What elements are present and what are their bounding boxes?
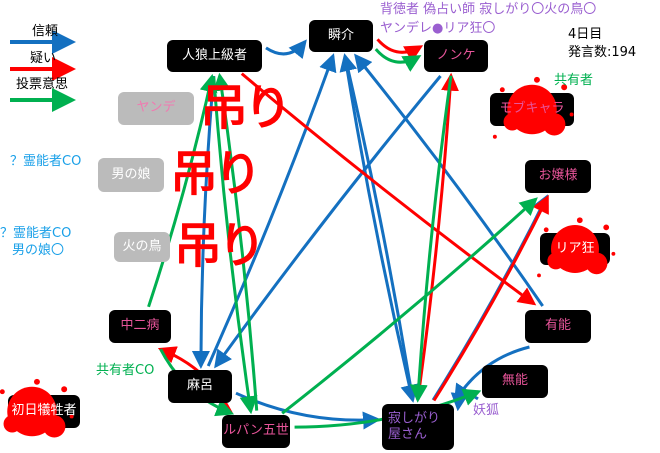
node-ojou: お嬢様 bbox=[525, 160, 591, 193]
node-label: リア狂 bbox=[555, 240, 595, 256]
node-label: 寂しがり屋さん bbox=[388, 410, 441, 442]
node-chuni: 中二病 bbox=[109, 310, 171, 343]
node-label: ヤンデ bbox=[136, 100, 176, 116]
node-label: ノンケ bbox=[436, 47, 476, 63]
node-lupin: ルパン五世 bbox=[222, 415, 290, 448]
node-label: お嬢様 bbox=[538, 168, 578, 184]
edge-trust-yuno-to-shunsuke bbox=[354, 53, 544, 307]
node-otokonoko: 男の娘 bbox=[98, 158, 164, 192]
node-label: 無能 bbox=[501, 373, 528, 389]
post-count: 発言数:194 bbox=[568, 45, 637, 60]
node-label: 中二病 bbox=[120, 318, 160, 334]
edge-vote-chuni-to-jinro bbox=[147, 73, 218, 308]
mob-co-label: 共有者 bbox=[554, 73, 594, 88]
edge-vote-lupin-to-ojou bbox=[281, 197, 538, 415]
node-label: 瞬介 bbox=[327, 27, 354, 43]
legend-doubt-label: 疑い bbox=[30, 51, 57, 66]
node-muno: 無能 bbox=[482, 365, 548, 398]
hinotori-otokonoko-label: 男の娘〇 bbox=[12, 243, 65, 258]
otokonoko-co-label: ？霊能者CO bbox=[10, 154, 82, 169]
edge-trust-nonke-to-maro bbox=[214, 75, 442, 369]
blood-splatter bbox=[537, 217, 616, 278]
node-label: モブキャラ bbox=[499, 101, 565, 117]
node-maro: 麻呂 bbox=[168, 370, 232, 403]
edge-vote-shunsuke-to-nonke bbox=[374, 48, 422, 72]
edge-doubt-sabishi-to-ojou bbox=[432, 194, 549, 402]
legend-trust-label: 信頼 bbox=[32, 24, 59, 39]
node-label: 火の鳥 bbox=[122, 238, 162, 254]
day-label: 4日目 bbox=[568, 27, 603, 42]
hanged-mark-yande: 吊り bbox=[200, 80, 292, 136]
edge-trust-shunsuke-to-sabishi bbox=[343, 55, 419, 403]
edge-vote-lupin-to-jinro bbox=[212, 72, 259, 411]
node-nonke: ノンケ bbox=[424, 40, 488, 72]
node-mob: モブキャラ bbox=[490, 76, 574, 139]
node-label: ルパン五世 bbox=[223, 423, 289, 439]
node-hinotori: 火の鳥 bbox=[114, 232, 170, 262]
hanged-mark-hinotori: 吊り bbox=[174, 218, 266, 274]
edge-doubt-sabishi-to-nonke bbox=[416, 72, 459, 400]
node-label: 男の娘 bbox=[111, 166, 151, 182]
node-shonichi: 初日犠牲者 bbox=[0, 378, 80, 438]
maro-co-label: 共有者CO bbox=[96, 363, 155, 378]
edge-trust-jinro-to-maro bbox=[191, 75, 216, 369]
node-label: 有能 bbox=[544, 318, 571, 334]
hinotori-co-label: ？霊能者CO bbox=[0, 226, 72, 241]
node-label: 初日犠牲者 bbox=[11, 403, 77, 419]
node-yuno: 有能 bbox=[525, 310, 591, 343]
node-shunsuke: 瞬介 bbox=[309, 20, 373, 52]
sabishi-role-label: 妖狐 bbox=[473, 403, 500, 418]
roles-note-line2: ヤンデレ●リア狂〇 bbox=[380, 21, 496, 36]
node-jinro: 人狼上級者 bbox=[167, 40, 262, 72]
node-label: 人狼上級者 bbox=[181, 47, 247, 63]
blood-splatter bbox=[0, 378, 74, 438]
edge-vote-nonke-to-sabishi bbox=[409, 75, 453, 403]
edge-doubt-shunsuke-to-nonke bbox=[376, 38, 424, 63]
edge-trust-maro-to-shunsuke bbox=[206, 53, 337, 367]
legend-vote-label: 投票意思 bbox=[16, 77, 69, 92]
node-sabishi: 寂しがり屋さん bbox=[382, 404, 454, 450]
edge-trust-sabishi-to-shunsuke bbox=[339, 53, 415, 401]
edge-vote-jinro-to-lupin bbox=[212, 76, 258, 415]
node-riakyo: リア狂 bbox=[537, 217, 616, 278]
hanged-mark-otokonoko: 吊り bbox=[170, 146, 262, 202]
edge-trust-jinro-to-shunsuke bbox=[265, 39, 307, 60]
edge-doubt-jinro-to-yuno bbox=[240, 72, 537, 306]
roles-note-line1: 背徳者 偽占い師 寂しがり〇火の鳥〇 bbox=[380, 2, 597, 17]
node-label: 麻呂 bbox=[186, 378, 213, 394]
blood-splatter bbox=[492, 76, 574, 139]
node-yande: ヤンデ bbox=[118, 92, 194, 125]
